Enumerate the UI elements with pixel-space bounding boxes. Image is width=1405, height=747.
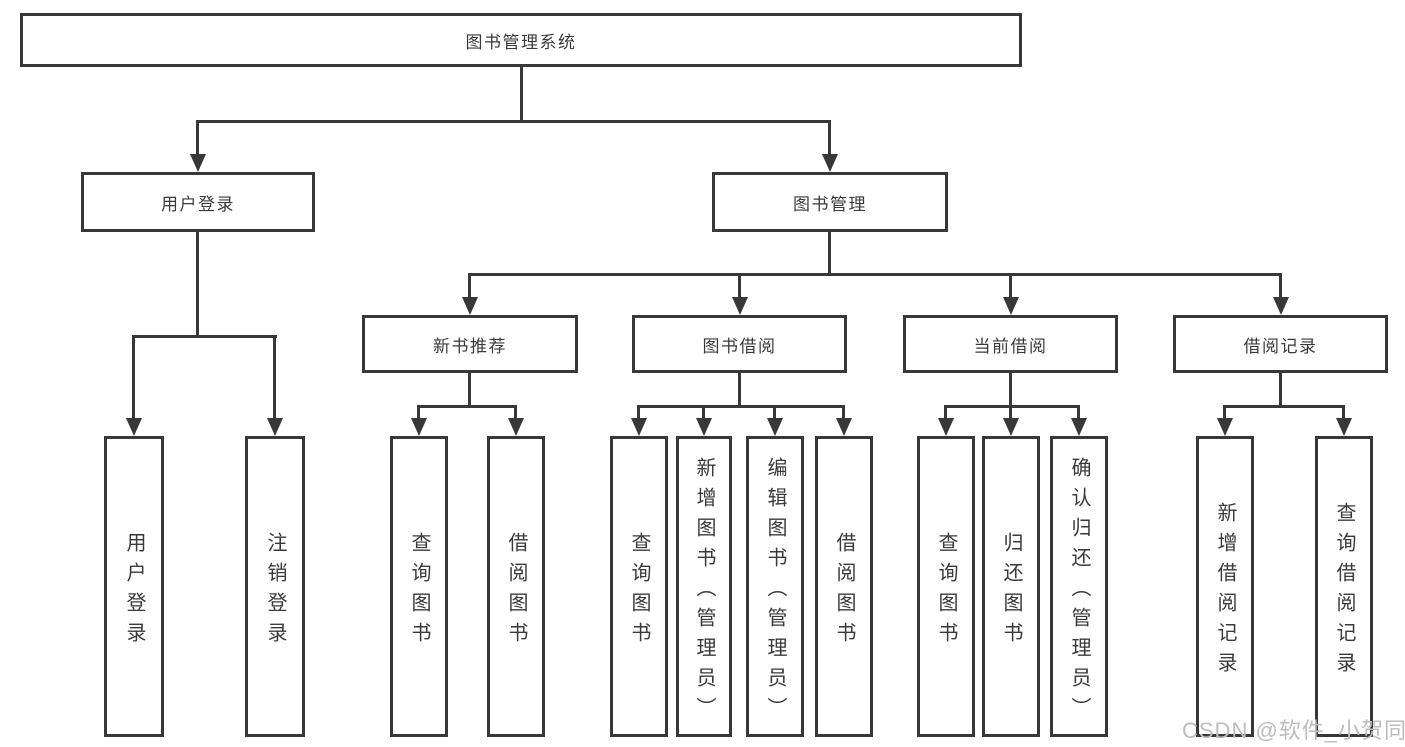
connector-line <box>468 273 471 299</box>
leaf-label: 查询图书 <box>935 531 957 652</box>
node-label: 新书推荐 <box>433 336 507 356</box>
arrow-down-icon <box>1003 297 1019 315</box>
leaf-user-login: 用户登录 <box>104 436 164 737</box>
leaf-label: 编辑图书（管理员） <box>764 456 786 727</box>
connector-line <box>273 335 276 420</box>
leaf-label: 查询图书 <box>628 531 650 652</box>
arrow-down-icon <box>1003 418 1019 436</box>
arrow-down-icon <box>696 418 712 436</box>
leaf-label: 归还图书 <box>1000 531 1022 652</box>
leaf-label: 确认归还（管理员） <box>1068 456 1090 727</box>
connector-line <box>1279 373 1282 405</box>
leaf-add-borrow-record: 新增借阅记录 <box>1196 436 1254 737</box>
connector-line <box>417 405 517 408</box>
leaf-borrow-books: 借阅图书 <box>815 436 873 737</box>
arrow-down-icon <box>508 418 524 436</box>
leaf-return-books: 归还图书 <box>982 436 1040 737</box>
leaf-label: 注销登录 <box>264 531 286 652</box>
csdn-watermark: CSDN @软件_小贺同学 <box>1182 718 1405 743</box>
leaf-borrow-books: 借阅图书 <box>487 436 545 737</box>
leaf-query-books: 查询图书 <box>917 436 975 737</box>
leaf-query-books: 查询图书 <box>390 436 448 737</box>
connector-line <box>514 405 517 420</box>
arrow-down-icon <box>938 418 954 436</box>
leaf-query-books: 查询图书 <box>610 436 668 737</box>
node-label: 图书管理 <box>793 194 867 214</box>
leaf-label: 用户登录 <box>123 531 145 652</box>
leaf-edit-books-admin: 编辑图书（管理员） <box>746 436 804 737</box>
connector-line <box>1009 273 1012 299</box>
connector-line <box>828 232 831 273</box>
leaf-query-borrow-record: 查询借阅记录 <box>1315 436 1373 737</box>
connector-line <box>1342 405 1345 420</box>
node-label: 当前借阅 <box>973 336 1048 356</box>
connector-line <box>196 120 199 156</box>
connector-line <box>944 405 1080 408</box>
connector-line <box>1077 405 1080 420</box>
node-book-management: 图书管理 <box>712 172 948 232</box>
node-label: 借阅记录 <box>1243 336 1318 356</box>
connector-line <box>520 67 523 120</box>
arrow-down-icon <box>631 418 647 436</box>
node-new-book-recommend: 新书推荐 <box>362 315 578 373</box>
leaf-label: 借阅图书 <box>833 531 855 652</box>
node-borrowing-records: 借阅记录 <box>1173 315 1388 373</box>
connector-line <box>132 335 277 338</box>
arrow-down-icon <box>462 297 478 315</box>
connector-line <box>417 405 420 420</box>
connector-line <box>702 405 705 420</box>
arrow-down-icon <box>1217 418 1233 436</box>
connector-line <box>944 405 947 420</box>
leaf-label: 查询借阅记录 <box>1333 501 1355 682</box>
connector-line <box>1279 273 1282 299</box>
node-library-system: 图书管理系统 <box>20 13 1022 67</box>
leaf-add-books-admin: 新增图书（管理员） <box>676 436 732 737</box>
connector-line <box>468 273 1282 276</box>
connector-line <box>637 405 845 408</box>
arrow-down-icon <box>267 418 283 436</box>
connector-line <box>738 373 741 405</box>
connector-line <box>1223 405 1345 408</box>
connector-line <box>468 373 471 405</box>
leaf-label: 新增借阅记录 <box>1214 501 1236 682</box>
leaf-confirm-return-admin: 确认归还（管理员） <box>1050 436 1108 737</box>
node-label: 图书借阅 <box>702 336 777 356</box>
node-label: 图书管理系统 <box>465 32 577 52</box>
connector-line <box>196 120 831 123</box>
arrow-down-icon <box>1336 418 1352 436</box>
arrow-down-icon <box>1273 297 1289 315</box>
leaf-label: 借阅图书 <box>505 531 527 652</box>
connector-line <box>738 273 741 299</box>
node-label: 用户登录 <box>161 194 235 214</box>
connector-line <box>637 405 640 420</box>
arrow-down-icon <box>190 154 206 172</box>
connector-line <box>1009 373 1012 405</box>
node-user-login: 用户登录 <box>81 172 315 232</box>
arrow-down-icon <box>836 418 852 436</box>
leaf-logout: 注销登录 <box>245 436 305 737</box>
connector-line <box>828 120 831 156</box>
connector-line <box>1223 405 1226 420</box>
node-book-borrowing: 图书借阅 <box>632 315 847 373</box>
arrow-down-icon <box>822 154 838 172</box>
connector-line <box>773 405 776 420</box>
connector-line <box>1009 405 1012 420</box>
arrow-down-icon <box>411 418 427 436</box>
arrow-down-icon <box>767 418 783 436</box>
node-current-borrowing: 当前借阅 <box>903 315 1118 373</box>
connector-line <box>196 232 199 335</box>
connector-line <box>132 335 135 420</box>
arrow-down-icon <box>732 297 748 315</box>
leaf-label: 新增图书（管理员） <box>693 456 715 727</box>
arrow-down-icon <box>1071 418 1087 436</box>
arrow-down-icon <box>126 418 142 436</box>
connector-line <box>842 405 845 420</box>
leaf-label: 查询图书 <box>408 531 430 652</box>
